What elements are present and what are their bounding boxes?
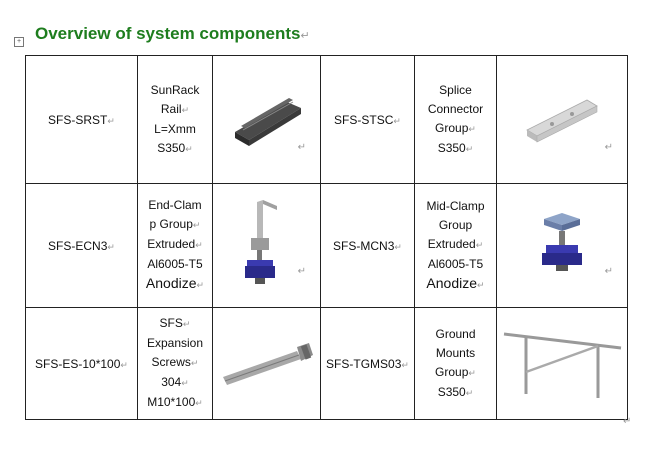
component-image-cell: ↵ (212, 55, 321, 184)
expansion-screw-image (222, 342, 313, 385)
splice-connector-image (526, 99, 598, 142)
rail-image (234, 97, 301, 146)
component-desc-cell: Ground Mounts Group↵ S350↵ (414, 307, 497, 420)
component-code-cell: SFS-STSC↵ (320, 55, 415, 184)
component-image-cell: ↵ (212, 183, 321, 308)
ground-mount-image (503, 332, 621, 398)
component-desc-cell: Mid-Clamp Group Extruded↵ Al6005-T5 Anod… (414, 183, 497, 308)
component-code-cell: SFS-SRST↵ (25, 55, 138, 184)
table-row: SFS-ES-10*100↵ SFS↵ Expansion Screws↵ 30… (25, 307, 628, 420)
end-clamp-image (244, 200, 277, 284)
component-desc-cell: SFS↵ Expansion Screws↵ 304↵ M10*100↵ (137, 307, 213, 420)
components-table: SFS-SRST↵ SunRack Rail↵ L=Xmm S350↵ ↵ SF… (25, 55, 628, 420)
component-image-cell: ↵ (496, 55, 628, 184)
table-row: SFS-SRST↵ SunRack Rail↵ L=Xmm S350↵ ↵ SF… (25, 55, 628, 184)
component-desc-cell: SunRack Rail↵ L=Xmm S350↵ (137, 55, 213, 184)
component-image-cell (496, 307, 628, 420)
mid-clamp-image (542, 212, 582, 271)
component-code-cell: SFS-ECN3↵ (25, 183, 138, 308)
component-image-cell (212, 307, 321, 420)
end-of-cell-mark: ↵ (623, 416, 632, 427)
component-desc-cell: End-Clam p Group↵ Extruded↵ Al6005-T5 An… (137, 183, 213, 308)
component-code-cell: SFS-MCN3↵ (320, 183, 415, 308)
table-anchor-icon[interactable]: + (14, 37, 24, 47)
table-row: SFS-ECN3↵ End-Clam p Group↵ Extruded↵ Al… (25, 183, 628, 308)
page-title: Overview of system components↵ (35, 24, 310, 43)
component-code-cell: SFS-ES-10*100↵ (25, 307, 138, 420)
component-code-cell: SFS-TGMS03↵ (320, 307, 415, 420)
component-desc-cell: Splice Connector Group↵ S350↵ (414, 55, 497, 184)
component-image-cell: ↵ (496, 183, 628, 308)
